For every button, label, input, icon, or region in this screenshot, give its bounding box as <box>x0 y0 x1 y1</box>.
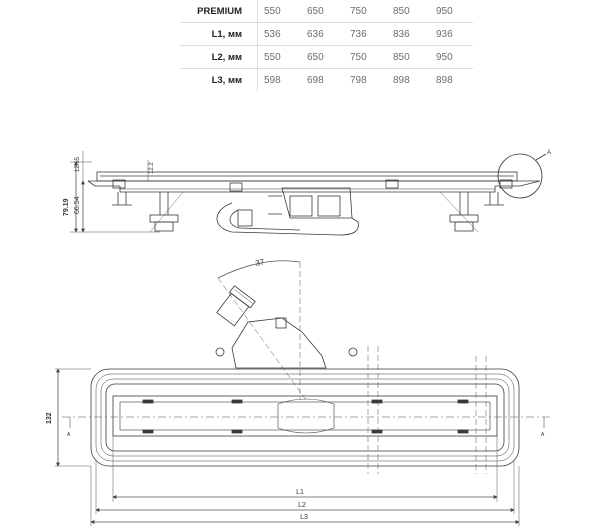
table-row: L1, мм 536 636 736 836 936 <box>180 22 473 46</box>
channel-flange-inner <box>100 378 510 457</box>
siphon-chamber <box>289 195 313 217</box>
grate-clip <box>231 399 243 404</box>
grate-clip <box>457 429 469 434</box>
grate-cover <box>96 171 518 182</box>
side-support <box>112 192 132 206</box>
row-label: PREMIUM <box>180 0 258 23</box>
section-label-left: A <box>67 432 71 438</box>
side-labels: 79.19 66.54 12.65 12.2 A <box>63 150 551 216</box>
angle-arc <box>217 260 301 279</box>
grate-clip <box>142 429 154 434</box>
siphon-housing-plan <box>231 317 327 369</box>
cell: 950 <box>430 45 473 69</box>
channel-rim <box>105 383 505 452</box>
table-row: L3, мм 598 698 798 898 898 <box>180 68 473 91</box>
cell: 550 <box>257 45 301 69</box>
slope-line <box>149 191 479 233</box>
leg-foot <box>449 214 479 223</box>
drain-inner <box>229 209 301 231</box>
side-section-view <box>70 151 547 236</box>
side-support <box>484 192 504 206</box>
outlet-pipe <box>237 209 253 227</box>
dim-grate-label: 12.2 <box>149 162 155 174</box>
row-label: L1, мм <box>180 22 258 46</box>
table-row: PREMIUM 550 650 750 850 950 <box>180 0 473 23</box>
cell: 598 <box>257 68 301 91</box>
dimensions-table: PREMIUM 550 650 750 850 950 L1, мм 536 6… <box>180 0 473 91</box>
siphon-chamber <box>317 195 341 217</box>
angle-label: 37 <box>255 257 266 268</box>
grate-clip <box>371 429 383 434</box>
cell: 750 <box>350 5 367 17</box>
siphon-body <box>281 187 353 219</box>
dim-body-label: 66.54 <box>74 196 81 214</box>
mount-hole <box>215 347 225 357</box>
cell: 550 <box>264 5 281 17</box>
outlet-axis <box>217 277 307 401</box>
cell: 898 <box>430 68 473 91</box>
drain-outlet <box>216 202 359 236</box>
siphon-lip <box>268 195 282 215</box>
clip <box>112 179 126 189</box>
cell: 898 <box>387 68 430 91</box>
grate-clip <box>457 399 469 404</box>
detail-circle <box>497 153 543 199</box>
leg <box>159 192 169 215</box>
top-plan-view <box>55 260 552 526</box>
leg-base <box>154 221 174 232</box>
cell: 850 <box>393 5 410 17</box>
cell: 936 <box>430 22 473 46</box>
row-label: L3, мм <box>180 68 258 91</box>
mount-hole <box>348 347 358 357</box>
channel-flange <box>95 373 515 462</box>
cell: 850 <box>387 45 430 69</box>
l3-label: L3 <box>300 514 308 521</box>
grate-clip <box>142 399 154 404</box>
clip <box>385 179 399 189</box>
cell: 836 <box>387 22 430 46</box>
detail-label: A <box>547 150 551 156</box>
clip <box>499 179 513 189</box>
grate-clip <box>371 399 383 404</box>
width-label: 132 <box>46 412 53 424</box>
section-label-right: A <box>541 432 545 438</box>
grate-inner <box>119 401 491 431</box>
cell: 536 <box>257 22 301 46</box>
table-row: L2, мм 550 650 750 850 950 <box>180 45 473 69</box>
cell: 636 <box>301 22 344 46</box>
siphon-tab <box>275 317 287 329</box>
top-labels: 37 132 A A L1 L2 L3 <box>46 257 545 521</box>
cell: 798 <box>344 68 387 91</box>
leg <box>459 192 469 215</box>
outlet-pipe-plan <box>216 285 256 327</box>
cell: 950 <box>436 5 453 17</box>
channel-outer <box>90 368 520 467</box>
cell: 750 <box>344 45 387 69</box>
clip <box>229 182 243 192</box>
cell: 736 <box>344 22 387 46</box>
flange-edge <box>87 180 541 187</box>
l1-label: L1 <box>296 489 304 496</box>
grate-frame <box>112 395 498 437</box>
l2-label: L2 <box>298 502 306 509</box>
cell: 650 <box>307 5 324 17</box>
drain-opening <box>277 398 335 434</box>
detail-leader <box>535 153 547 161</box>
dim-total-label: 79.19 <box>63 198 70 216</box>
dim-top-label: 12.65 <box>75 156 81 172</box>
leg-foot <box>149 214 179 223</box>
cell: 698 <box>301 68 344 91</box>
row-label: L2, мм <box>180 45 258 69</box>
cell: 650 <box>301 45 344 69</box>
grate-clip <box>231 429 243 434</box>
leg-base <box>454 221 474 232</box>
